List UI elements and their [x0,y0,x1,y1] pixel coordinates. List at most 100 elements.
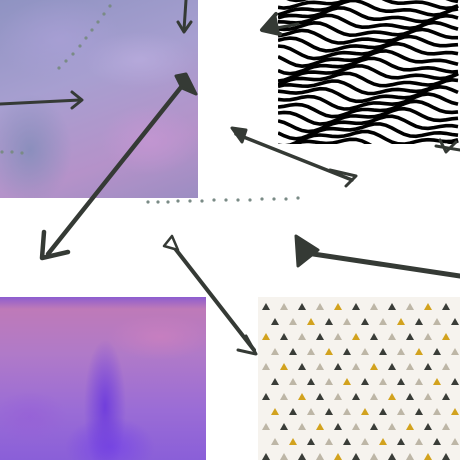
confetti-triangle [280,423,288,430]
confetti-triangle [325,318,333,325]
confetti-triangle [370,423,378,430]
confetti-triangle [370,393,378,400]
confetti-triangle [361,348,369,355]
confetti-triangle [271,378,279,385]
triangle-confetti-image [258,297,460,460]
confetti-triangle [343,438,351,445]
confetti-triangle [316,333,324,340]
confetti-triangle [379,378,387,385]
confetti-triangle [433,318,441,325]
confetti-triangle [424,453,432,460]
confetti-triangle [433,348,441,355]
confetti-triangle [334,393,342,400]
confetti-triangle [433,408,441,415]
arrow-right-left-icon [0,98,82,106]
confetti-triangle [280,393,288,400]
zebra-wave-stripe [278,92,459,111]
zebra-wave-stripe [278,129,459,144]
confetti-triangle [325,378,333,385]
arrow-diagonal-long-head-icon [39,229,71,261]
confetti-triangle [361,408,369,415]
confetti-triangle [298,333,306,340]
confetti-triangle [298,453,306,460]
confetti-triangle [316,363,324,370]
zebra-wave-stripe [278,49,459,69]
confetti-triangle [262,303,270,310]
zebra-wave-stripe [278,56,459,76]
zebra-wave-stripe [278,84,459,104]
sky-watercolor-image [0,0,198,198]
confetti-triangle [433,378,441,385]
confetti-triangle [298,363,306,370]
confetti-triangle [379,318,387,325]
confetti-triangle [406,423,414,430]
confetti-triangle [442,393,450,400]
purple-ink-image [0,297,206,460]
zebra-waves-pattern [278,0,459,144]
confetti-triangle [343,318,351,325]
confetti-triangle [415,408,423,415]
confetti-triangle [280,453,288,460]
confetti-triangle [343,378,351,385]
confetti-triangle [406,303,414,310]
ink-surface-band [0,297,206,309]
zebra-wave-stripe [290,137,459,144]
confetti-triangle [415,318,423,325]
confetti-triangle [424,363,432,370]
zebra-wave-stripe [278,27,458,45]
arrow-right-edge-head-icon [438,138,458,154]
confetti-triangle [388,453,396,460]
confetti-triangle [352,363,360,370]
arrow-up-left-mid-tail-icon [328,168,358,188]
confetti-triangle [325,438,333,445]
zebra-wave-stripe [278,114,459,134]
confetti-triangle [262,363,270,370]
arrow-up-left-mid-icon [234,132,354,182]
confetti-triangle [298,393,306,400]
confetti-triangle [406,453,414,460]
confetti-triangle [289,438,297,445]
confetti-triangle [262,333,270,340]
confetti-triangle [298,423,306,430]
confetti-triangle [451,348,459,355]
confetti-triangle [271,408,279,415]
confetti-triangle [361,318,369,325]
arrow-up-left-mid-head-icon [230,126,248,144]
confetti-triangle [379,348,387,355]
confetti-triangle [334,423,342,430]
confetti-triangle [334,453,342,460]
confetti-triangle [451,378,459,385]
confetti-triangle [397,438,405,445]
confetti-triangle [442,303,450,310]
triangle-confetti-pattern [262,303,459,460]
confetti-triangle [361,378,369,385]
confetti-triangle [433,438,441,445]
confetti-triangle [397,318,405,325]
confetti-triangle [280,363,288,370]
confetti-triangle [406,393,414,400]
confetti-triangle [325,348,333,355]
dotted-line-top [57,4,112,70]
confetti-triangle [289,318,297,325]
confetti-triangle [397,408,405,415]
zebra-wave-stripe [278,71,459,88]
arrow-left-zebra-head-icon [260,12,282,36]
confetti-triangle [352,333,360,340]
confetti-triangle [442,453,450,460]
zebra-wave-stripe [278,0,459,11]
confetti-triangle [352,303,360,310]
confetti-triangle [370,363,378,370]
arrow-down-right-head-icon [236,334,258,356]
arrow-right-thick-icon [297,249,460,279]
confetti-triangle [316,393,324,400]
arrow-right-thick-tail-icon [294,234,320,268]
confetti-triangle [415,348,423,355]
confetti-triangle [424,333,432,340]
confetti-triangle [262,453,270,460]
confetti-triangle [442,423,450,430]
arrow-down-top-head-icon [176,20,193,34]
zebra-wave-stripe [278,20,459,38]
confetti-triangle [289,408,297,415]
confetti-triangle [334,303,342,310]
